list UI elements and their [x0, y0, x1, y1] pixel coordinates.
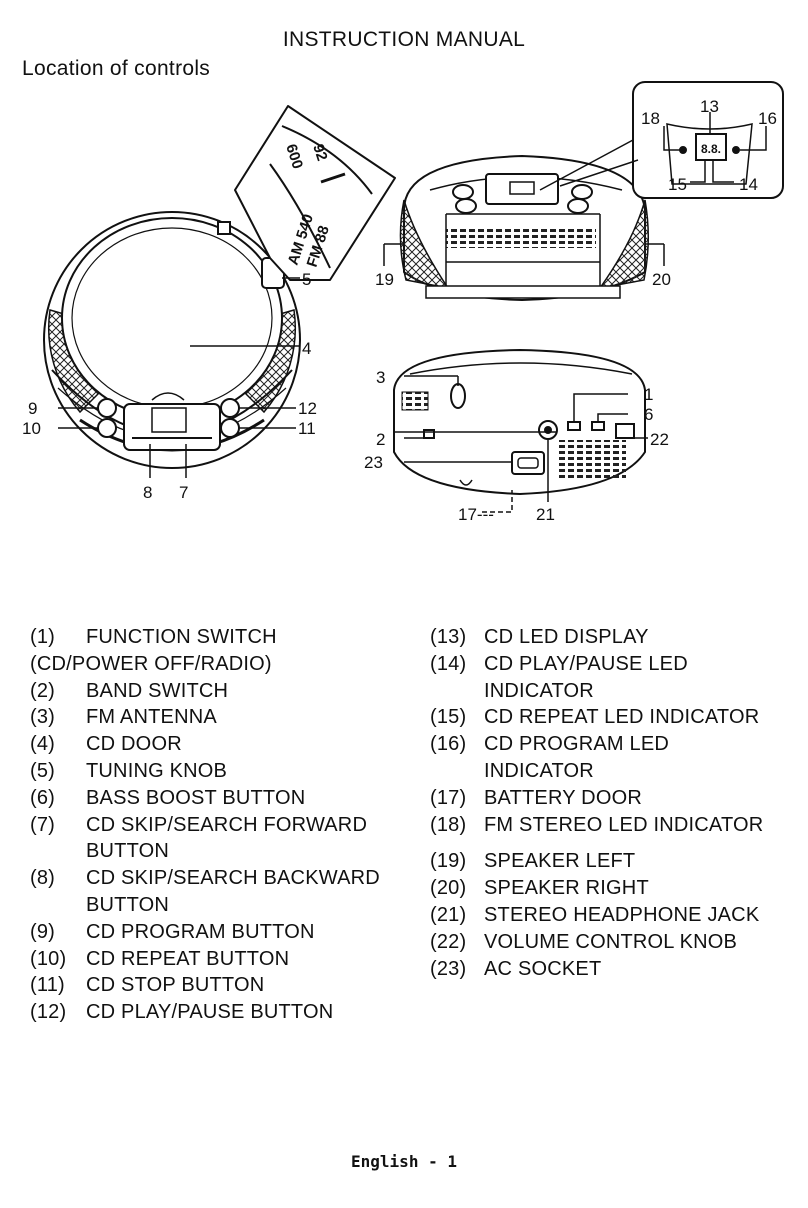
- top-view-leaders: [58, 277, 300, 478]
- callout-4: 4: [302, 339, 311, 358]
- callout-5: 5: [302, 270, 311, 289]
- list-item: (4)CD DOOR: [30, 733, 182, 756]
- callout-16: 16: [758, 109, 777, 128]
- list-item: (8)CD SKIP/SEARCH BACKWARD: [30, 867, 380, 890]
- callout-1: 1: [644, 385, 653, 404]
- cd-door: [61, 217, 283, 419]
- fm-end-label: 92: [309, 142, 330, 163]
- list-item-continuation: BUTTON: [86, 840, 170, 863]
- led-digits: 8.8.: [701, 142, 721, 156]
- led-display-inset: [632, 81, 784, 199]
- callout-12: 12: [298, 399, 317, 418]
- callout-14: 14: [739, 175, 758, 194]
- list-item: (5)TUNING KNOB: [30, 759, 228, 782]
- volume-knob: [615, 423, 635, 439]
- callout-13: 13: [700, 97, 719, 116]
- callout-17: 17---: [458, 505, 494, 524]
- list-item: (11)CD STOP BUTTON: [30, 974, 265, 997]
- repeat-button: [97, 418, 117, 438]
- list-item: (13)CD LED DISPLAY: [430, 626, 649, 648]
- list-item-continuation: BUTTON: [86, 893, 170, 916]
- top-view-unit: [43, 211, 301, 469]
- front-led-window: [151, 407, 187, 433]
- list-spacer: [430, 838, 800, 848]
- program-button: [97, 398, 117, 418]
- list-item: (20)SPEAKER RIGHT: [430, 877, 649, 900]
- callout-10: 10: [22, 419, 41, 438]
- callout-9: 9: [28, 399, 37, 418]
- stop-button: [220, 418, 240, 438]
- inset-leaders: [383, 112, 767, 266]
- list-item: (6)BASS BOOST BUTTON: [30, 786, 306, 809]
- tuning-dial-callout: AM 540 FM 88 600 92: [234, 105, 396, 281]
- program-led: [732, 146, 740, 154]
- list-item: (16)CD PROGRAM LED: [430, 733, 670, 756]
- controls-list-left: (1)FUNCTION SWITCH (CD/POWER OFF/RADIO) …: [30, 624, 410, 1026]
- list-item: (3)FM ANTENNA: [30, 706, 217, 729]
- controls-diagram: AM 540 FM 88 600 92 5 4 9 10 12 11 8 7: [22, 81, 784, 524]
- front-view-unit: [399, 154, 650, 302]
- list-item: (2)BAND SWITCH: [30, 679, 229, 702]
- callout-23: 23: [364, 453, 383, 472]
- play-pause-button: [220, 398, 240, 418]
- list-item: (CD/POWER OFF/RADIO): [30, 652, 272, 675]
- callout-22: 22: [650, 430, 669, 449]
- cd-led-display: [695, 133, 727, 161]
- list-item: (9)CD PROGRAM BUTTON: [30, 920, 315, 943]
- list-item: (17)BATTERY DOOR: [430, 786, 642, 809]
- list-item: (10)CD REPEAT BUTTON: [30, 947, 290, 970]
- callout-15: 15: [668, 175, 687, 194]
- list-item: (12)CD PLAY/PAUSE BUTTON: [30, 1001, 334, 1024]
- list-item: (7)CD SKIP/SEARCH FORWARD: [30, 813, 368, 836]
- list-item: (21)STEREO HEADPHONE JACK: [430, 903, 760, 926]
- am-end-label: 600: [282, 142, 306, 171]
- front-left-speaker-grill: [399, 199, 450, 290]
- list-item: (23)AC SOCKET: [430, 957, 602, 980]
- list-item-continuation: INDICATOR: [484, 679, 594, 702]
- callout-19: 19: [375, 270, 394, 289]
- list-item: (1)FUNCTION SWITCH: [30, 626, 277, 648]
- bass-boost-button: [591, 421, 605, 431]
- list-item-continuation: INDICATOR: [484, 759, 594, 782]
- callout-3: 3: [376, 368, 385, 387]
- back-view-leaders: [394, 375, 648, 513]
- band-switch: [423, 429, 435, 439]
- list-item: (19)SPEAKER LEFT: [430, 850, 636, 873]
- fm-stereo-led: [679, 146, 687, 154]
- page-title: INSTRUCTION MANUAL: [282, 28, 526, 51]
- function-switch: [567, 421, 581, 431]
- list-item: (14)CD PLAY/PAUSE LED: [430, 652, 688, 675]
- callout-7: 7: [179, 483, 188, 502]
- controls-list-right: (13)CD LED DISPLAY (14)CD PLAY/PAUSE LED…: [430, 624, 800, 982]
- callout-8: 8: [143, 483, 152, 502]
- list-item: (18)FM STEREO LED INDICATOR: [430, 813, 764, 836]
- callout-2: 2: [376, 430, 385, 449]
- back-view-unit: [393, 348, 646, 496]
- callout-18: 18: [641, 109, 660, 128]
- page-footer: English - 1: [351, 1152, 457, 1171]
- list-item: (15)CD REPEAT LED INDICATOR: [430, 706, 760, 729]
- fm-antenna: [450, 383, 466, 409]
- callout-21: 21: [536, 505, 555, 524]
- callout-6: 6: [644, 405, 653, 424]
- callout-11: 11: [298, 419, 316, 438]
- callout-20: 20: [652, 270, 671, 289]
- list-item: (22)VOLUME CONTROL KNOB: [430, 930, 738, 953]
- section-subtitle: Location of controls: [22, 57, 211, 80]
